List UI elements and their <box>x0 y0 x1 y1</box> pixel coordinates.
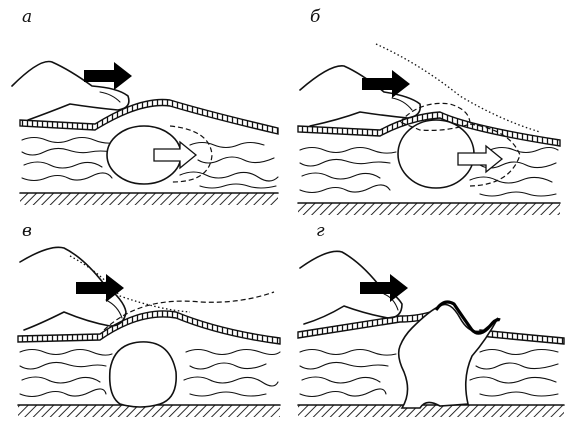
panel-b: б <box>298 7 560 215</box>
panel-a: а <box>12 7 278 205</box>
fingernail <box>100 92 120 102</box>
panel-label-b: б <box>310 7 321 27</box>
fingernail <box>392 98 412 110</box>
panel-v: в <box>18 221 280 417</box>
push-arrow <box>360 274 408 302</box>
base-hatch <box>298 405 564 417</box>
skin-layer <box>480 330 564 344</box>
fingernail <box>106 300 122 318</box>
panel-g: г <box>298 221 564 417</box>
push-arrow <box>362 70 410 98</box>
base-hatch <box>298 203 560 215</box>
base-hatch <box>20 193 278 205</box>
panel-label-a: а <box>22 7 32 27</box>
panel-label-v: в <box>22 221 32 241</box>
panel-label-g: г <box>316 221 325 241</box>
nodule <box>110 342 176 407</box>
finger <box>300 66 420 126</box>
